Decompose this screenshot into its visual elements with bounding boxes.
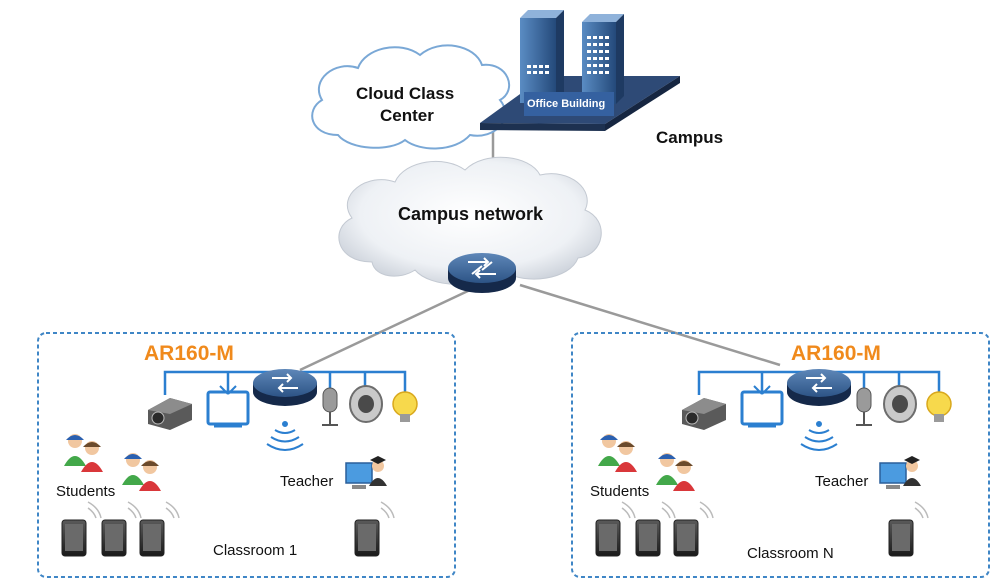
campus-network-label: Campus network	[398, 204, 544, 224]
campus-label: Campus	[656, 128, 724, 147]
classroom-1-name: Classroom 1	[213, 542, 298, 559]
tablet-icon	[61, 519, 87, 557]
cloud-center-line1: Cloud Class	[356, 84, 455, 103]
wifi-signal-icon	[266, 421, 304, 451]
classroom-1-boundary	[37, 332, 456, 578]
classroom-n-devices	[594, 367, 953, 558]
tablet-icon	[139, 519, 165, 557]
speaker-icon	[349, 385, 383, 423]
students-label-classroom-1: Students	[56, 483, 116, 500]
classroom-n-name: Classroom N	[747, 545, 834, 562]
router-label-classroom-n: AR160-M	[791, 342, 881, 365]
teacher-label-classroom-1: Teacher	[280, 473, 334, 490]
students-icon	[64, 434, 103, 472]
classroom-devices	[61, 369, 418, 557]
light-bulb-icon	[392, 391, 418, 422]
tv-icon	[206, 385, 250, 428]
tablet-icons	[61, 501, 395, 557]
office-building-label: Office Building	[527, 98, 606, 110]
ar160-router-icon	[253, 369, 317, 406]
office-building-icon	[480, 10, 680, 131]
students-label-classroom-n: Students	[590, 483, 650, 500]
cloud-class-center-cloud	[311, 44, 511, 150]
tablet-icon	[101, 519, 127, 557]
classroom-n-boundary	[571, 332, 990, 578]
teacher-computer-icon	[345, 456, 387, 489]
cloud-center-line2: Center	[380, 106, 434, 125]
microphone-icon	[322, 387, 338, 426]
students-icon	[122, 453, 161, 491]
tablet-icon	[354, 519, 380, 557]
router-label-classroom-1: AR160-M	[144, 342, 234, 365]
teacher-label-classroom-n: Teacher	[815, 473, 869, 490]
core-router-icon	[448, 253, 516, 293]
projector-icon	[148, 398, 192, 430]
